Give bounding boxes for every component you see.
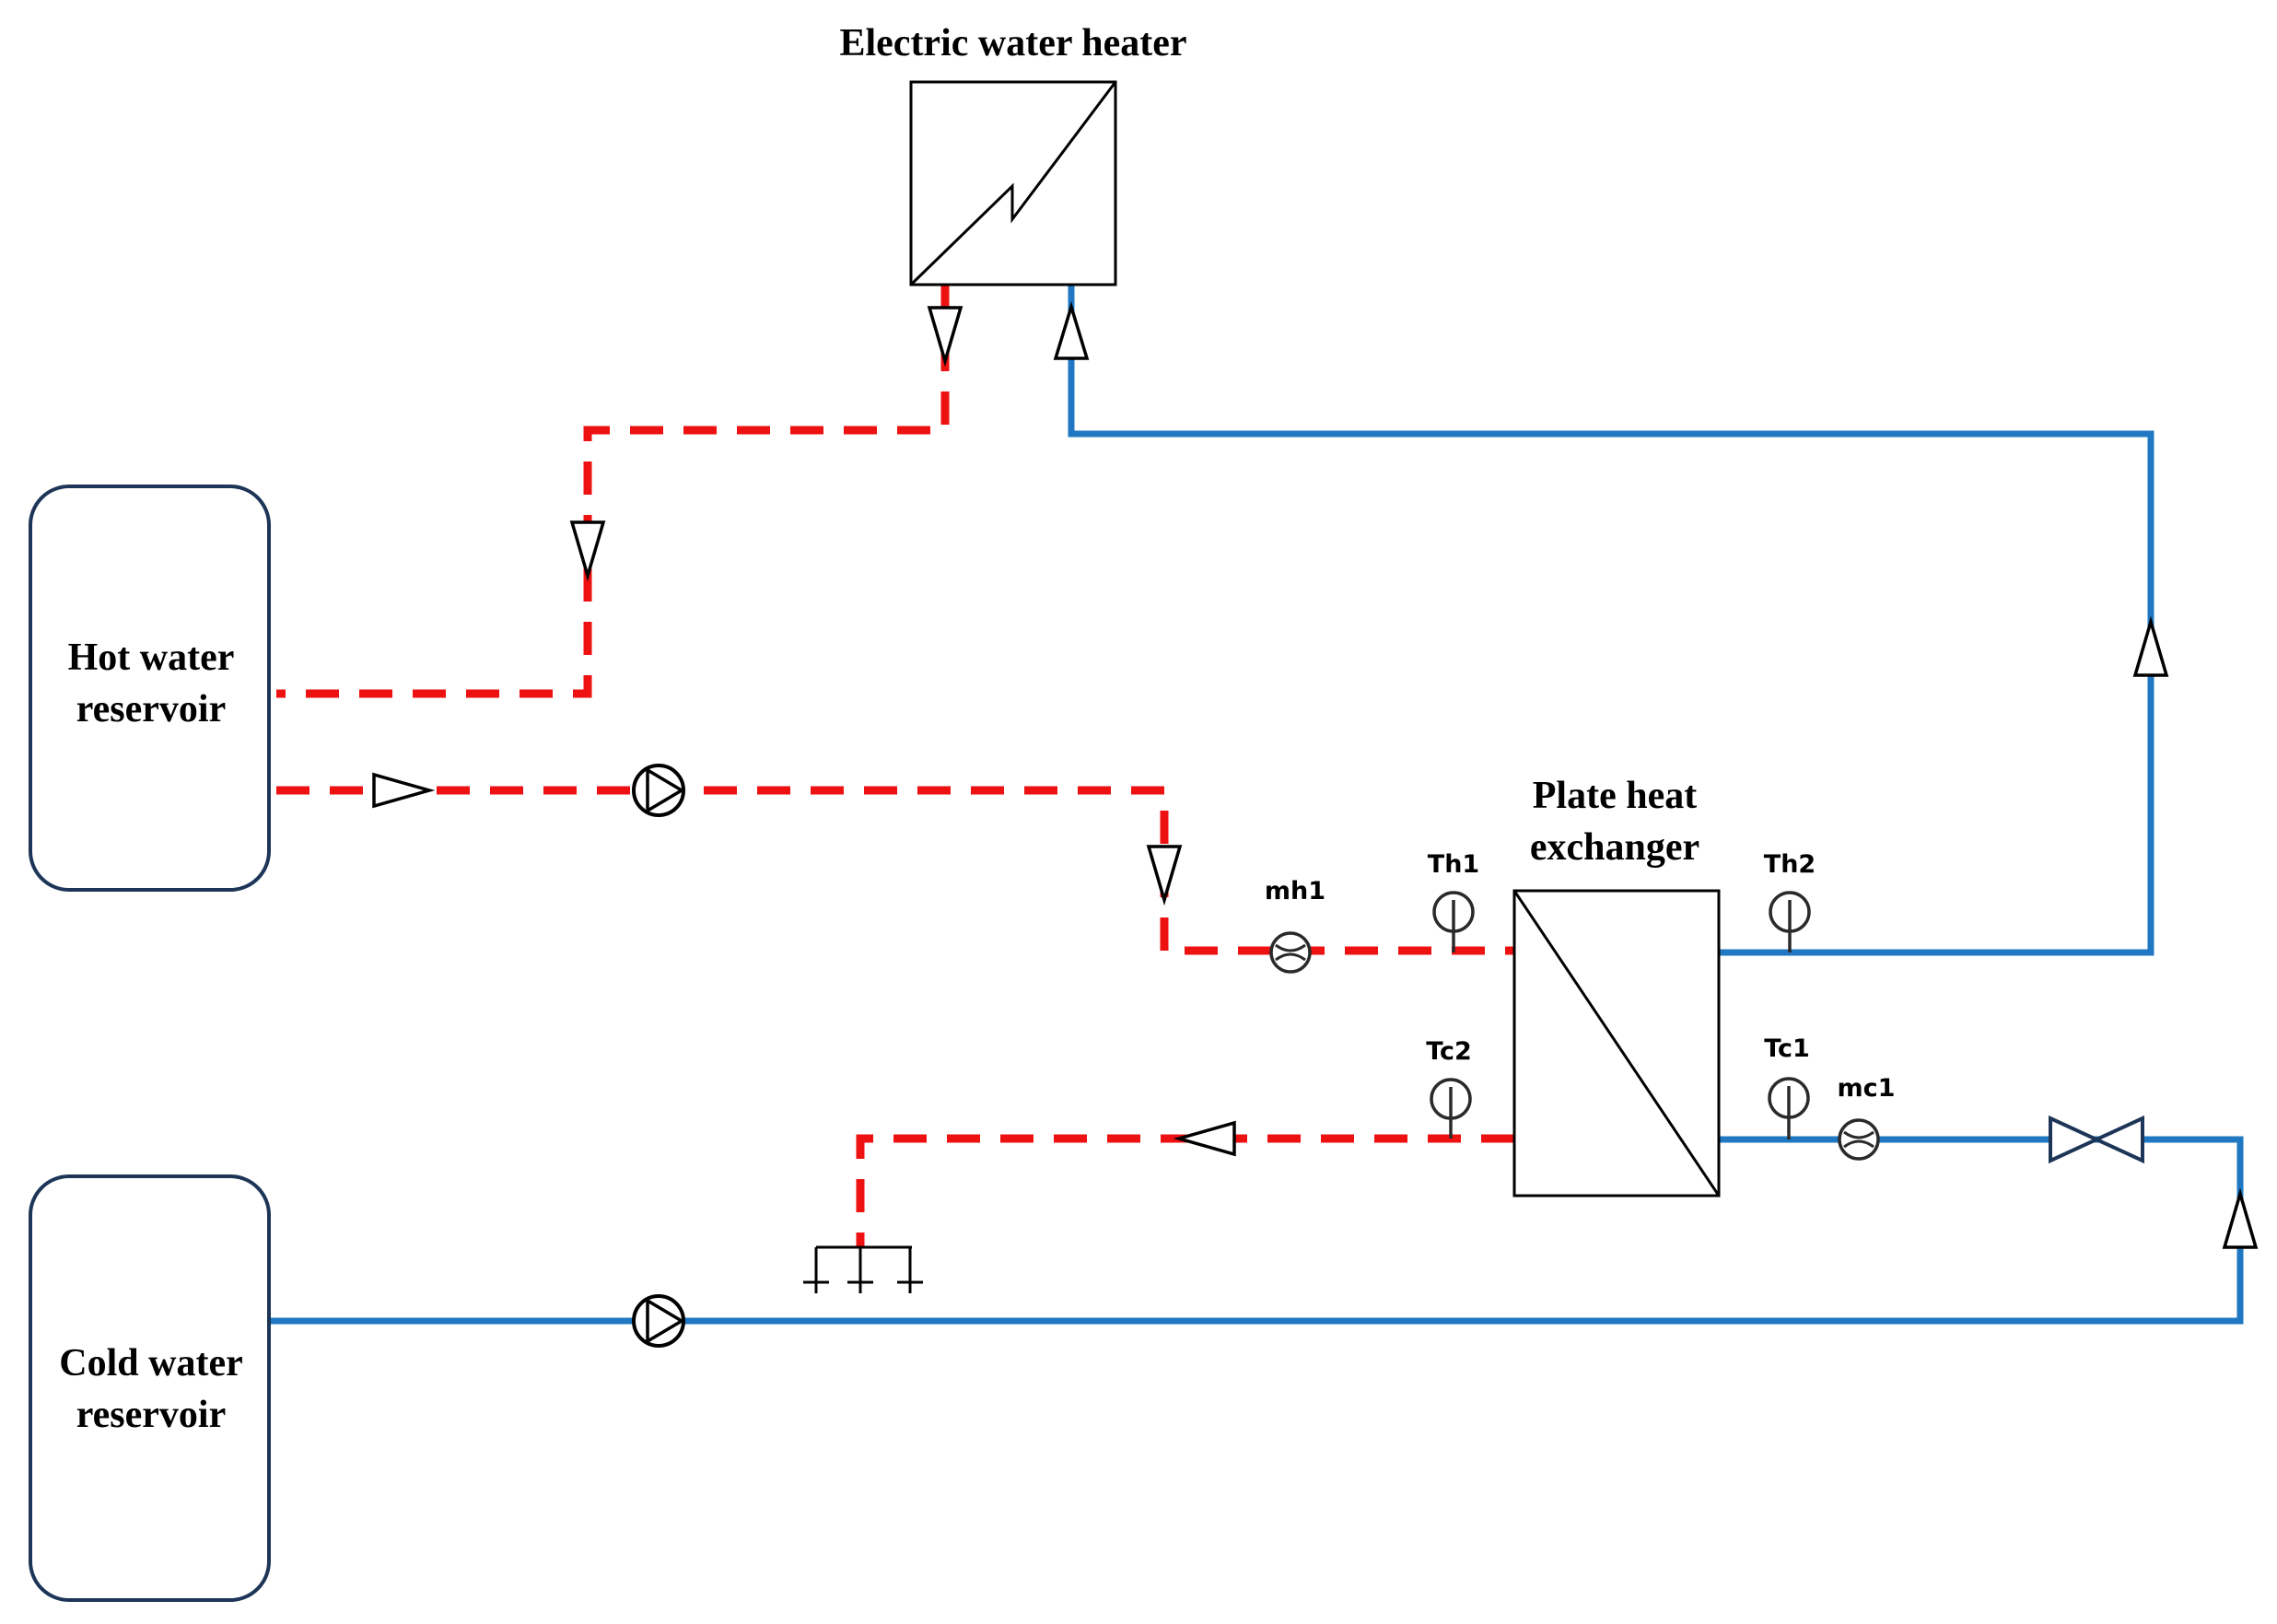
mh1-label: mh1 [1265,877,1325,905]
cold-reservoir-label-line1: Cold water [59,1342,242,1384]
flow-arrow-icon [927,306,963,368]
cold-pump [632,1294,685,1348]
exchanger-label-line1: Plate heat [1533,775,1697,817]
hot-reservoir-label-line1: Hot water [68,637,235,679]
cold-pipe-exchanger-to-heater [1068,285,2154,956]
heater-label: Electric water heater [839,22,1186,64]
flow-meter-icon [1275,943,1306,962]
flow-meter-icon [1843,1130,1874,1149]
hot-pump [632,764,685,817]
flow-meter-mc1: mc1 [1838,1074,1896,1161]
hot-water-reservoir: Hot water reservoir [29,485,271,892]
flow-arrow-icon [1053,300,1090,360]
tc1-label: Tc1 [1764,1034,1810,1063]
flow-meter-mh1: mh1 [1265,877,1325,974]
exchanger-label-line2: exchanger [1530,826,1699,869]
hot-reservoir-label-line2: reservoir [76,688,226,730]
hot-pipe-exchanger-to-outlet [856,1134,1514,1247]
electric-water-heater: Electric water heater [839,22,1187,286]
pump-icon [646,1297,685,1345]
valve-icon [2049,1115,2144,1164]
hot-pipe-reservoir-to-exchanger [276,786,1514,955]
tc2-label: Tc2 [1426,1037,1472,1066]
flow-arrow-icon [2132,615,2169,677]
pump-icon [646,766,685,814]
flow-arrow-icon [2222,1187,2259,1249]
flow-arrow-icon [1146,845,1183,906]
cold-supply-valve [2049,1115,2144,1164]
temperature-sensor-th1: Th1 [1428,850,1479,952]
temperature-sensor-tc2: Tc2 [1426,1037,1472,1139]
temperature-sensor-th2: Th2 [1764,850,1816,952]
plate-heat-exchanger: Plate heat exchanger [1512,775,1721,1198]
cold-reservoir-label-line2: reservoir [76,1394,226,1436]
th2-label: Th2 [1764,850,1816,879]
hot-pipe-heater-to-reservoir [276,285,950,698]
flow-arrow-icon [372,772,436,809]
mc1-label: mc1 [1838,1074,1896,1103]
flow-arrow-icon [569,520,606,582]
heater-element-icon [909,81,1117,286]
flow-arrow-icon [1173,1120,1236,1157]
th1-label: Th1 [1428,850,1479,879]
cold-water-reservoir: Cold water reservoir [29,1174,271,1602]
temperature-sensor-tc1: Tc1 [1764,1034,1810,1139]
outlet-manifold-icon [803,1245,923,1293]
cold-pipe-reservoir-to-exchanger [269,1136,2244,1325]
